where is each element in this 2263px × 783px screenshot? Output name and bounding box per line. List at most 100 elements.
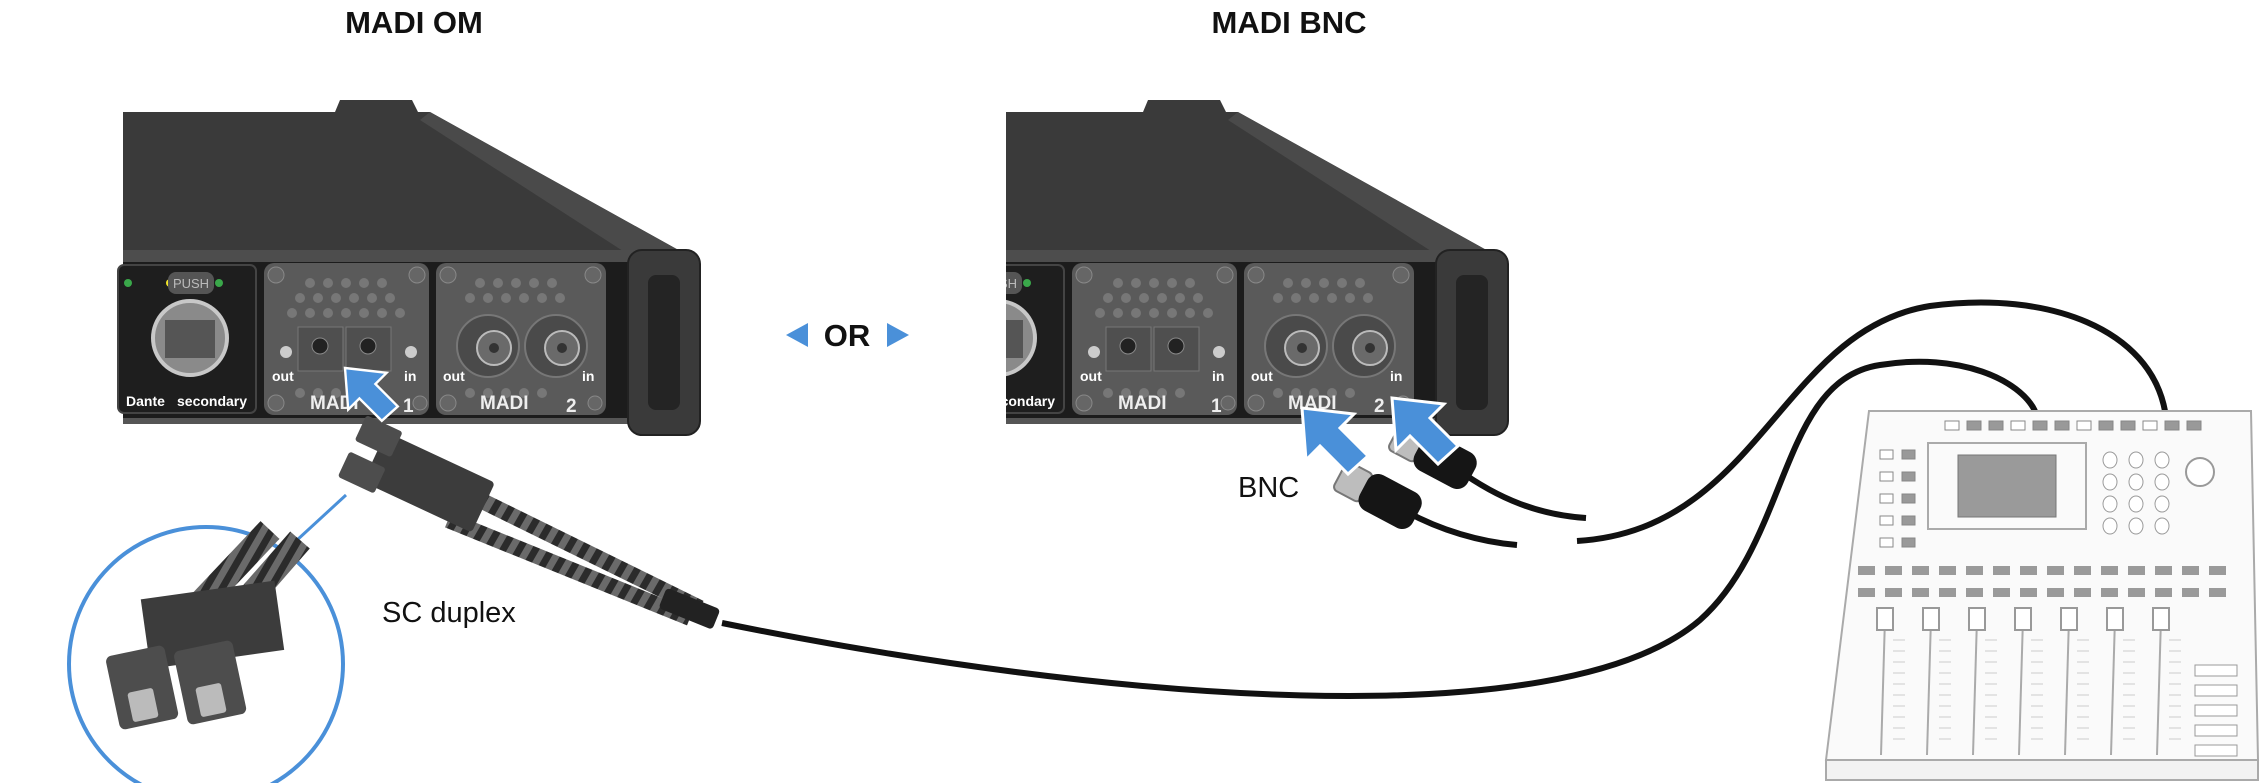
insert-arrow-icon <box>1390 396 1461 467</box>
console-knob <box>2102 473 2118 491</box>
console-button <box>1944 420 1960 431</box>
console-fader-cap <box>1922 607 1940 631</box>
dante-label: Dante <box>126 393 165 409</box>
console-button <box>2020 566 2037 575</box>
chassis-side <box>420 112 700 262</box>
console-button <box>1879 449 1894 460</box>
console-button <box>2155 566 2172 575</box>
led-yellow <box>974 279 982 287</box>
console-button <box>1901 449 1916 460</box>
module2-number: 2 <box>566 396 577 417</box>
title-madi-bnc: MADI BNC <box>1212 5 1367 40</box>
console-button <box>1901 537 1916 548</box>
screws <box>267 266 428 412</box>
sc-fiber-cable <box>721 358 2038 700</box>
title-madi-om: MADI OM <box>345 5 483 40</box>
arrow-right-icon <box>887 323 909 347</box>
console-display <box>1957 454 2057 518</box>
led-in <box>1213 346 1225 358</box>
console-knob <box>2128 495 2144 513</box>
module1-number: 1 <box>1211 396 1222 417</box>
push-label: PUSH <box>173 276 209 291</box>
bnc-jack-out <box>456 314 520 378</box>
insert-arrow-icon <box>343 366 400 423</box>
console-fader-track <box>2156 617 2162 756</box>
inset-pointer-line <box>294 493 348 543</box>
console-button <box>2182 588 2199 597</box>
console-button <box>2194 684 2238 697</box>
led-green <box>124 279 132 287</box>
receiver-device-madi-om: PUSH Dante secondary out in <box>117 100 701 436</box>
console-button <box>2074 566 2091 575</box>
console-jog-wheel <box>2185 457 2215 487</box>
screws <box>1075 266 1236 412</box>
module2-name: MADI <box>1288 393 1337 414</box>
console-knob <box>2154 473 2170 491</box>
console-button <box>1939 566 1956 575</box>
console-button <box>1901 515 1916 526</box>
rack-handle-slot <box>1456 275 1488 410</box>
console-fader-cap <box>2060 607 2078 631</box>
module2-number: 2 <box>1374 396 1385 417</box>
bnc-jack-in <box>1332 314 1396 378</box>
chassis-top <box>1006 100 1508 262</box>
console-button <box>2010 420 2026 431</box>
console-knob <box>2154 517 2170 535</box>
console-knob <box>2128 473 2144 491</box>
console-fader-cap <box>2014 607 2032 631</box>
madi-module-1-optical: out in MADI 1 <box>264 263 429 417</box>
console-button <box>1858 588 1875 597</box>
secondary-label: secondary <box>985 393 1055 409</box>
led-green <box>932 279 940 287</box>
console-button <box>1901 471 1916 482</box>
console-button <box>2047 588 2064 597</box>
console-button <box>2128 566 2145 575</box>
console-button <box>2054 420 2070 431</box>
ethercon-jack <box>1006 299 1037 377</box>
module2-in-label: in <box>1390 368 1402 384</box>
console-button <box>1879 493 1894 504</box>
dante-label: Dante <box>934 393 973 409</box>
module1-name: MADI <box>1118 393 1167 414</box>
console-button <box>2074 588 2091 597</box>
module2-in-label: in <box>582 368 594 384</box>
console-button <box>2142 420 2158 431</box>
or-label: OR <box>824 318 871 353</box>
mixing-console <box>1824 410 2260 781</box>
arrow-left-icon <box>786 323 808 347</box>
module2-out-label: out <box>1251 368 1273 384</box>
console-fader-track <box>1926 617 1932 756</box>
module1-in-label: in <box>404 368 416 384</box>
vent-dots <box>1273 278 1373 398</box>
push-tab <box>1006 272 1022 294</box>
receiver-device-madi-bnc-wrapper: PUSH Dante secondary out in <box>932 100 1509 436</box>
console-button <box>2155 588 2172 597</box>
console-button <box>2194 744 2238 757</box>
chassis-side <box>1228 112 1508 262</box>
console-button <box>2076 420 2092 431</box>
console-button <box>1885 566 1902 575</box>
console-button <box>1993 588 2010 597</box>
console-knob <box>2102 495 2118 513</box>
console-button <box>1879 471 1894 482</box>
madi-module-1-optical: out in MADI 1 <box>1072 263 1237 417</box>
console-button <box>2120 420 2136 431</box>
console-button <box>1879 537 1894 548</box>
dante-secondary-port: PUSH Dante secondary <box>932 264 1065 414</box>
console-button <box>2098 420 2114 431</box>
console-front-lip <box>1825 759 2259 781</box>
vent-dots <box>1095 278 1213 398</box>
console-button <box>2209 588 2226 597</box>
front-lip <box>123 250 640 264</box>
sc-duplex-label: SC duplex <box>382 597 516 629</box>
led-green <box>1023 279 1031 287</box>
console-button <box>2020 588 2037 597</box>
module1-in-label: in <box>1212 368 1224 384</box>
console-display-frame <box>1927 442 2087 530</box>
led-in <box>405 346 417 358</box>
console-button <box>2209 566 2226 575</box>
console-button <box>1885 588 1902 597</box>
module1-out-label: out <box>272 368 294 384</box>
console-button <box>2194 724 2238 737</box>
